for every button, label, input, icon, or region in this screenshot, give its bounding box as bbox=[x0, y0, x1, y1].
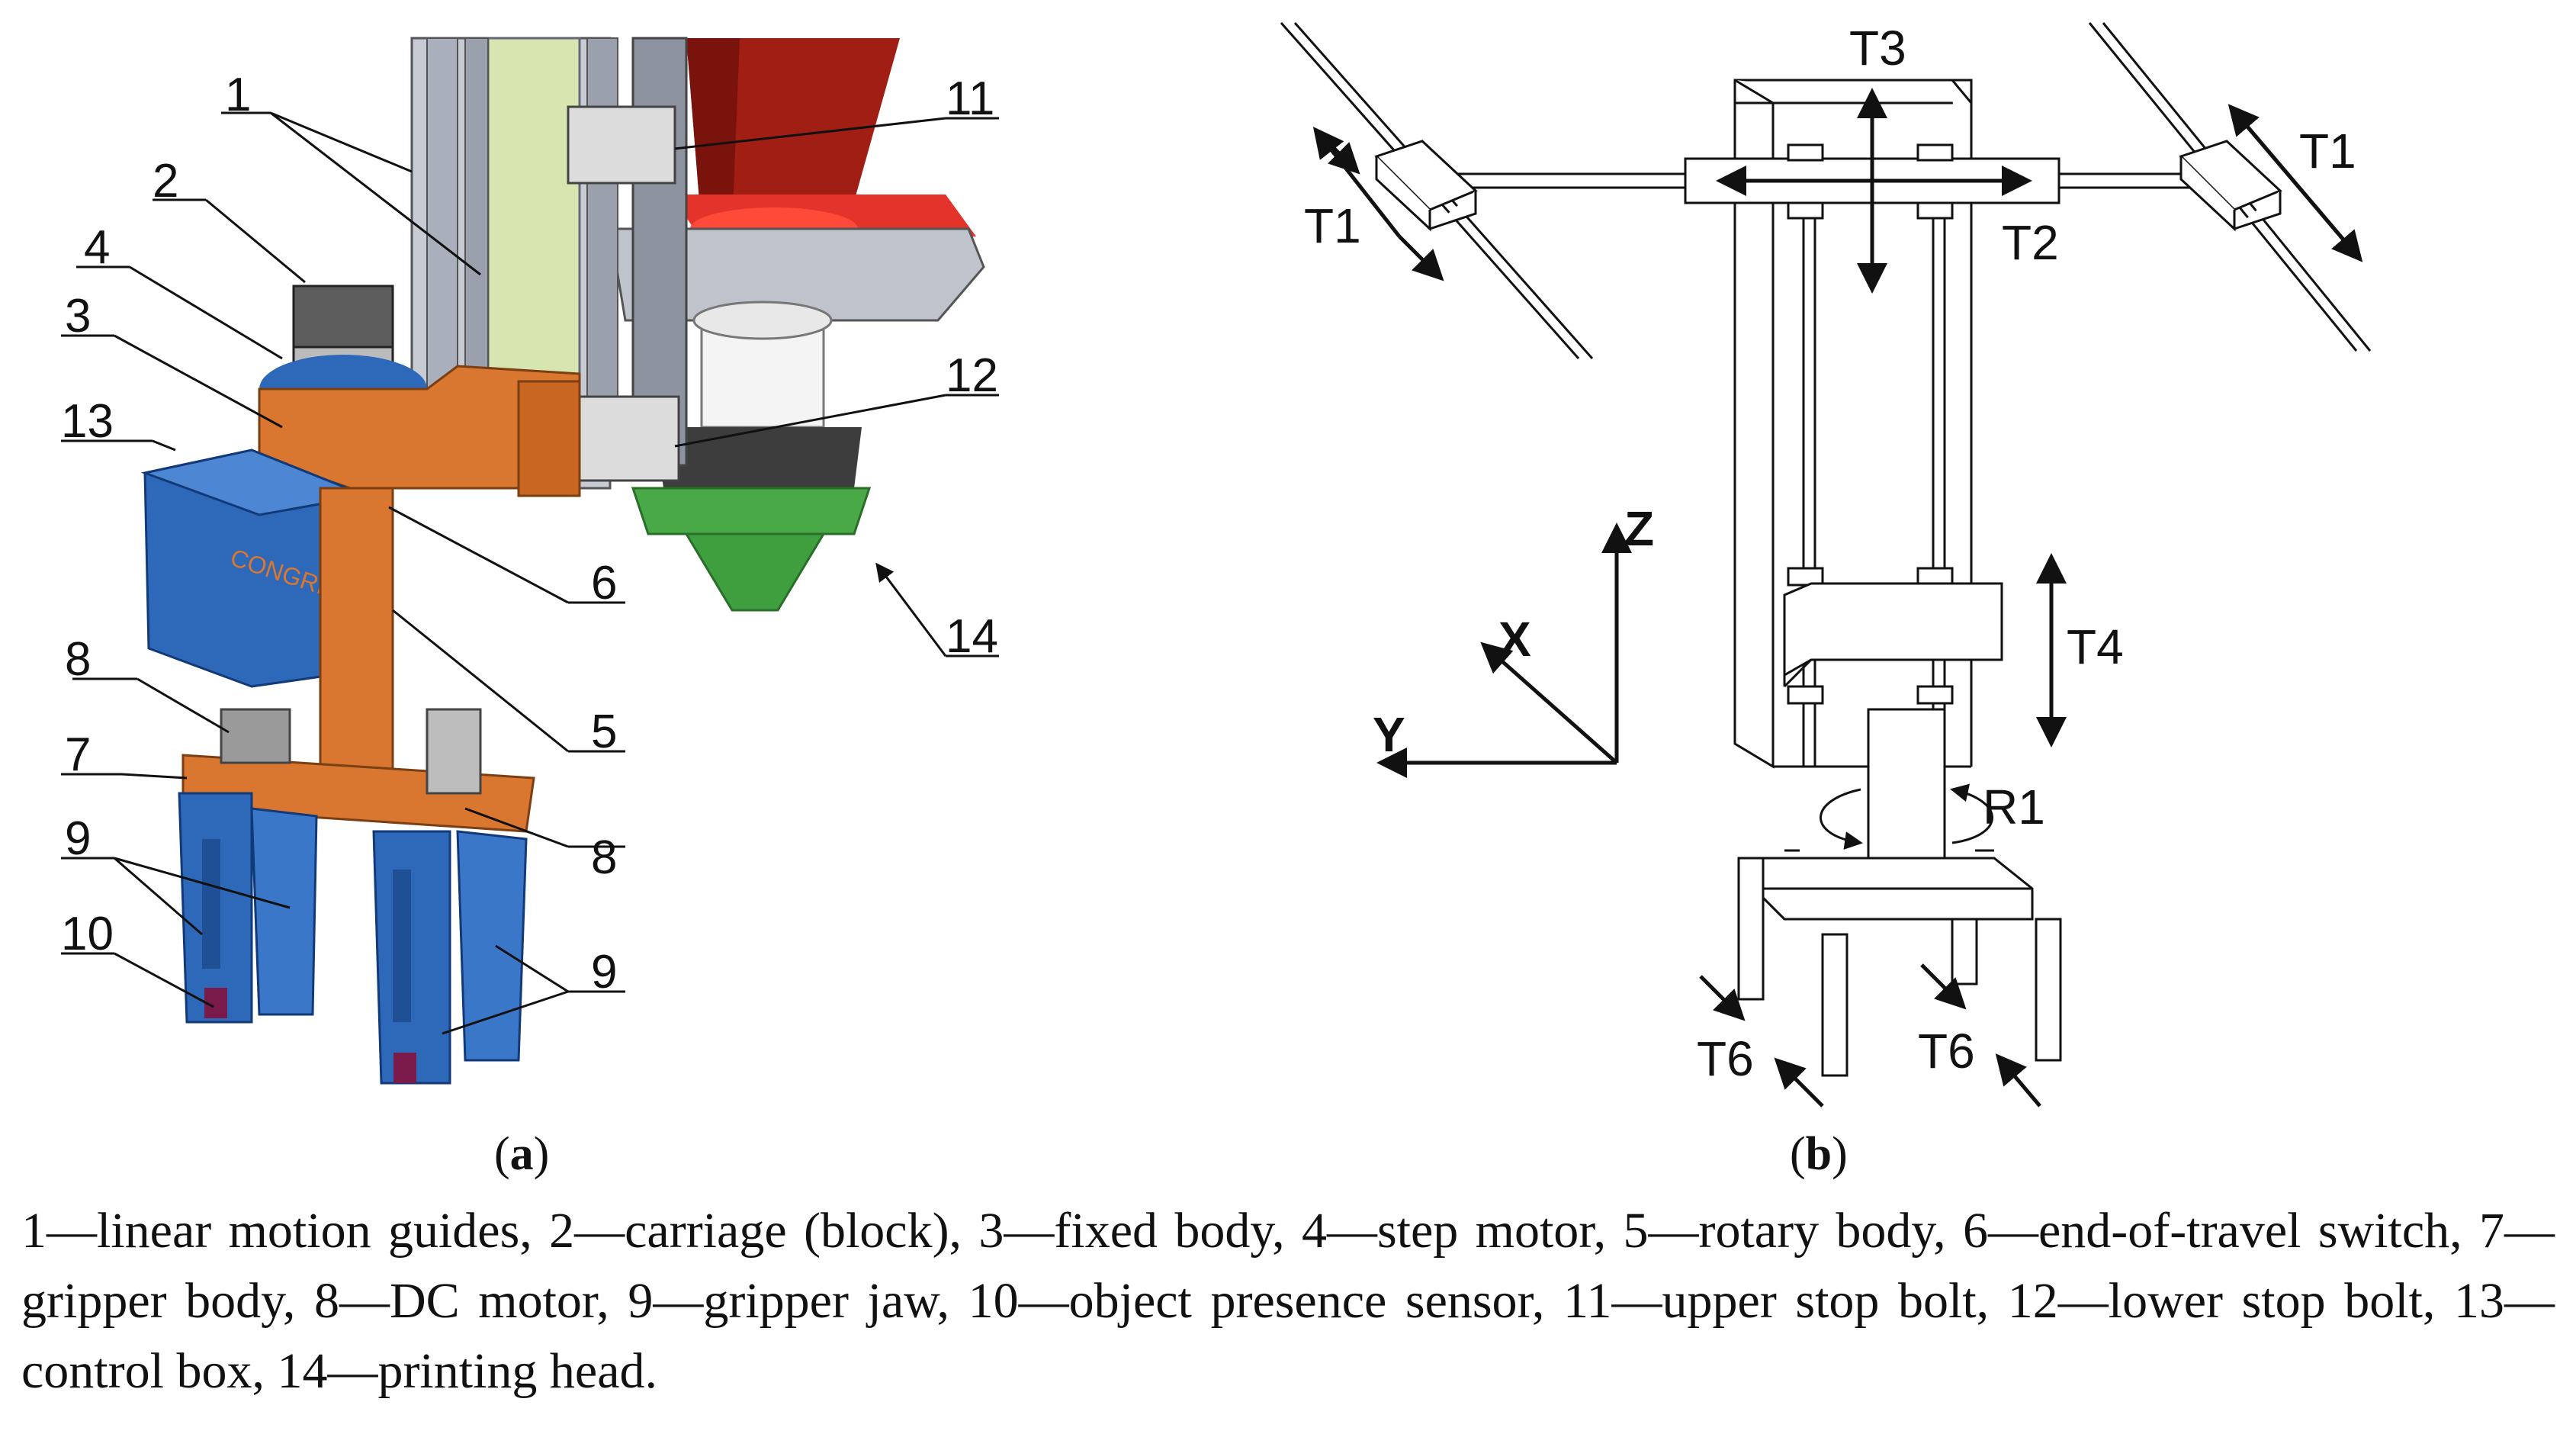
callout-14: 14 bbox=[946, 610, 998, 663]
axis-label-x: X bbox=[1498, 612, 1531, 667]
rotary-body bbox=[319, 487, 394, 780]
label-t2: T2 bbox=[2002, 215, 2059, 270]
callout-2: 2 bbox=[153, 155, 178, 207]
label-t6-right: T6 bbox=[1918, 1024, 1975, 1079]
callout-9-right: 9 bbox=[591, 946, 617, 998]
figure-caption: 1—linear motion guides, 2—carriage (bloc… bbox=[21, 1203, 2555, 1399]
slider-left bbox=[1374, 140, 1478, 232]
fixed-body bbox=[258, 355, 581, 497]
rotary-column bbox=[1867, 708, 1946, 883]
slider-right bbox=[2179, 140, 2282, 232]
t4-block bbox=[1783, 567, 2003, 705]
stop-bolts bbox=[548, 105, 680, 482]
callout-13: 13 bbox=[61, 395, 114, 448]
callout-11: 11 bbox=[946, 72, 994, 125]
callout-8-right: 8 bbox=[591, 831, 617, 884]
label-t1-right: T1 bbox=[2299, 124, 2356, 178]
label-t1-left: T1 bbox=[1304, 198, 1361, 253]
callout-10: 10 bbox=[61, 908, 114, 960]
label-t6-left: T6 bbox=[1697, 1031, 1754, 1086]
label-t3: T3 bbox=[1849, 21, 1906, 76]
figure: CONGRIP bbox=[61, 21, 2372, 1108]
panel-b-arrows bbox=[1312, 88, 2363, 1108]
callout-numbers: 1 2 4 3 13 6 8 7 5 9 10 8 9 11 12 14 bbox=[61, 69, 998, 998]
panel-a-render: CONGRIP bbox=[61, 37, 999, 1085]
callout-3: 3 bbox=[65, 290, 91, 342]
callout-12: 12 bbox=[946, 349, 998, 402]
subfigure-label-a: (a) bbox=[494, 1128, 550, 1180]
callout-8-left: 8 bbox=[65, 633, 91, 686]
vertical-frame bbox=[1733, 79, 1973, 769]
subfigure-label-b: (b) bbox=[1790, 1128, 1848, 1180]
callout-4: 4 bbox=[84, 221, 110, 274]
label-t4: T4 bbox=[2067, 619, 2124, 674]
label-r1: R1 bbox=[1983, 780, 2045, 834]
gripper-frame bbox=[1737, 849, 2062, 1077]
callout-5: 5 bbox=[591, 706, 617, 758]
callout-7: 7 bbox=[65, 728, 91, 781]
gripper-jaws bbox=[178, 792, 528, 1085]
axis-label-y: Y bbox=[1373, 707, 1405, 762]
callout-6: 6 bbox=[591, 557, 617, 609]
callout-lines bbox=[61, 111, 999, 1035]
axis-label-z: Z bbox=[1624, 501, 1654, 556]
coordinate-axes bbox=[1376, 522, 1632, 778]
printing-head bbox=[609, 38, 985, 612]
panel-b-labels: T3 T1 T1 T2 Z X Y T4 R1 T6 T6 bbox=[1304, 21, 2356, 1086]
callout-1: 1 bbox=[225, 69, 251, 121]
callout-9-left: 9 bbox=[65, 812, 91, 865]
